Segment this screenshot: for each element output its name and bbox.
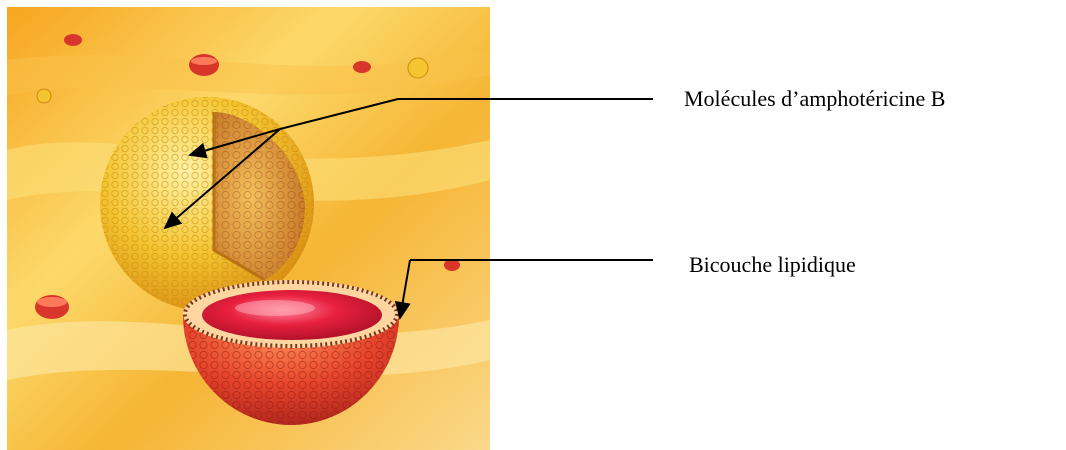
small-vesicle: [37, 89, 51, 103]
label-amphotericin-molecules: Molécules d’amphotéricine B: [684, 86, 945, 112]
small-vesicle: [189, 54, 219, 76]
small-vesicle: [64, 34, 82, 46]
small-vesicle: [408, 58, 428, 78]
label-lipid-bilayer: Bicouche lipidique: [689, 252, 856, 278]
small-vesicle: [353, 61, 371, 73]
small-vesicle: [35, 295, 69, 319]
